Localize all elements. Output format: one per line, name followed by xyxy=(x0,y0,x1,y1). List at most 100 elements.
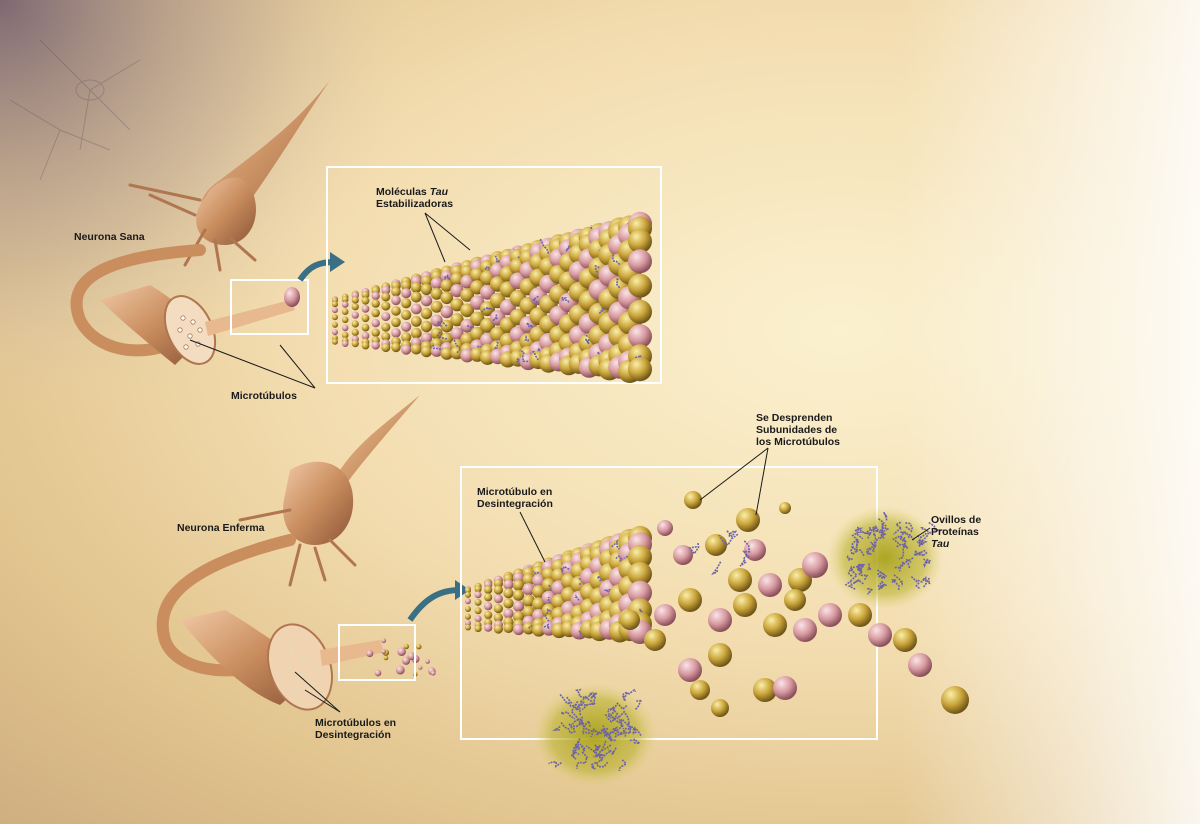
disintegrating-microtubule xyxy=(465,491,969,717)
debris-subunit xyxy=(403,643,409,650)
loose-subunit xyxy=(678,658,702,682)
tau-protein-strand xyxy=(916,576,927,588)
tau-protein-strand xyxy=(590,761,597,770)
tangles-line1: Ovillos de xyxy=(931,514,982,526)
tubulin-subunit xyxy=(391,295,401,306)
loose-subunit xyxy=(620,610,640,630)
tau-protein-strand xyxy=(893,521,904,535)
tubulin-subunit xyxy=(351,320,359,328)
tubulin-subunit xyxy=(332,301,338,308)
tau-protein-strand xyxy=(876,572,887,580)
tau-protein-strand xyxy=(560,722,576,735)
tau-protein-strand xyxy=(560,710,576,720)
tau-protein-strand xyxy=(614,727,626,738)
tau-protein-strand xyxy=(893,574,904,587)
tau-protein-strand xyxy=(851,529,860,547)
tubulin-subunit xyxy=(391,306,401,316)
tau-tangles-label: Ovillos de Proteínas Tau xyxy=(931,514,981,550)
tau-stabilizing-line2: Estabilizadoras xyxy=(376,198,454,210)
loose-subunit xyxy=(744,539,766,561)
tubulin-subunit xyxy=(484,623,493,632)
debris-subunit xyxy=(418,665,423,670)
tau-protein-strand xyxy=(913,551,925,557)
tau-protein-strand xyxy=(921,576,931,585)
tau-protein-strand xyxy=(739,554,748,567)
debris-subunit xyxy=(407,652,416,661)
tau-protein-strand xyxy=(618,717,632,729)
tubulin-subunit xyxy=(371,341,380,350)
loose-subunit xyxy=(644,629,666,651)
tau-protein-strand xyxy=(905,532,915,541)
tubulin-subunit xyxy=(401,321,412,332)
disintegrating-mt-line1: Microtúbulo en xyxy=(477,486,553,498)
tau-protein-strand xyxy=(442,274,451,281)
debris-subunit xyxy=(374,669,382,677)
loose-subunit xyxy=(705,534,727,556)
tubulin-subunit xyxy=(465,613,471,620)
tau-protein-strand xyxy=(435,321,448,327)
tubulin-subunit xyxy=(450,284,464,298)
tau-protein-strand xyxy=(610,539,621,551)
tau-protein-strand xyxy=(526,322,533,328)
sick-neuron xyxy=(156,395,436,711)
tubulin-subunit xyxy=(484,585,493,594)
tubulin-subunit xyxy=(410,282,422,293)
tau-protein-strand xyxy=(855,540,865,557)
tau-protein-strand xyxy=(688,542,700,555)
tau-protein-strand xyxy=(638,608,644,614)
tau-protein-strand xyxy=(611,707,619,721)
tau-protein-strand xyxy=(624,688,637,698)
tau-protein-strand xyxy=(572,717,583,725)
tau-protein-strand xyxy=(579,743,589,759)
sick-zoom-box xyxy=(338,624,416,681)
tangles-line2: Proteínas xyxy=(931,526,979,538)
tubulin-subunit xyxy=(465,624,471,631)
tau-protein-strand xyxy=(622,691,628,702)
tubulin-subunit xyxy=(430,277,443,290)
tau-protein-strand xyxy=(605,734,617,743)
tau-protein-strand xyxy=(560,297,570,303)
tubulin-subunit xyxy=(465,620,471,627)
tau-protein-strand xyxy=(603,588,613,595)
loose-subunit xyxy=(690,680,710,700)
tubulin-subunit xyxy=(503,608,514,619)
tubulin-subunit xyxy=(381,312,391,322)
tau-protein-strand xyxy=(922,558,932,566)
loose-subunit xyxy=(654,604,676,626)
debris-subunit xyxy=(381,649,386,655)
tau-protein-strand xyxy=(529,350,539,361)
tubulin-subunit xyxy=(484,593,493,602)
tubulin-subunit xyxy=(493,578,503,589)
tau-protein-strand xyxy=(601,727,609,738)
tubulin-subunit xyxy=(493,604,503,614)
mt-disintegrating-line1: Microtúbulos en xyxy=(315,717,397,729)
tubulin-subunit xyxy=(341,331,349,339)
tubulin-subunit xyxy=(381,343,391,353)
tubulin-subunit xyxy=(341,308,349,316)
tubulin-subunit xyxy=(410,303,422,315)
tau-protein-strand xyxy=(627,725,642,736)
tubulin-subunit xyxy=(361,332,370,340)
tubulin-subunit xyxy=(493,613,503,623)
tau-protein-strand xyxy=(846,555,853,561)
tubulin-subunit xyxy=(522,594,535,607)
debris-subunit xyxy=(381,638,387,644)
debris-subunit xyxy=(397,647,406,656)
tubulin-subunit xyxy=(381,301,391,311)
tau-protein-strand xyxy=(453,339,462,354)
loose-subunit xyxy=(779,502,791,514)
white-fade xyxy=(900,0,1200,824)
tau-protein-strand xyxy=(552,725,561,731)
healthy-neuron-label: Neurona Sana xyxy=(74,231,145,243)
tubulin-subunit xyxy=(513,611,525,623)
tubulin-subunit xyxy=(361,296,370,305)
tubulin-subunit xyxy=(493,594,503,604)
tubulin-subunit xyxy=(474,585,482,593)
tau-protein-strand xyxy=(575,721,585,731)
tau-stabilizing-italic: Tau xyxy=(429,186,448,198)
tau-protein-strand xyxy=(866,587,874,595)
tubulin-subunit xyxy=(332,338,338,345)
tau-protein-strand xyxy=(894,561,907,569)
tubulin-subunit xyxy=(391,317,401,328)
tubulin-subunit xyxy=(341,340,349,348)
